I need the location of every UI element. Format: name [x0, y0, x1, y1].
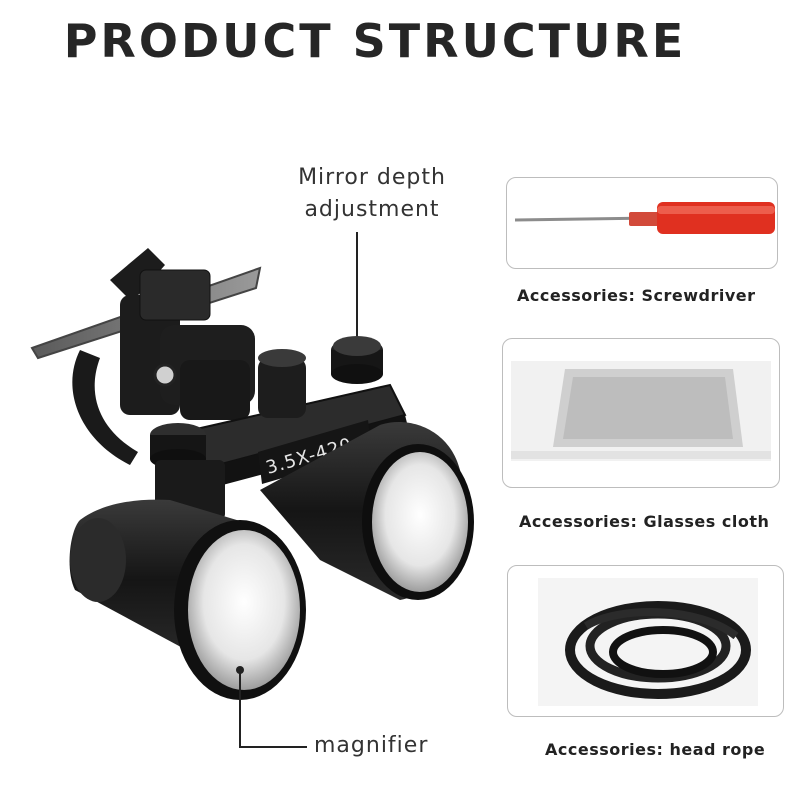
mirror-depth-callout: Mirror depth adjustment — [287, 162, 457, 226]
head-rope-icon — [538, 578, 758, 706]
loupe-product-image: 3.5X-420 — [30, 248, 474, 700]
glasses-cloth-caption: Accessories: Glasses cloth — [519, 512, 770, 531]
screwdriver-icon — [514, 202, 775, 234]
pivot-mount — [153, 325, 255, 420]
left-magnifier-barrel — [69, 499, 306, 700]
right-magnifier-barrel — [260, 422, 474, 600]
screwdriver-card — [506, 177, 778, 269]
mirror-depth-label-line1: Mirror depth — [298, 165, 446, 190]
page-title: PRODUCT STRUCTURE — [63, 14, 687, 68]
magnifier-leader-vertical — [239, 672, 241, 748]
head-rope-card — [507, 565, 784, 717]
mirror-depth-label-line2: adjustment — [304, 197, 440, 222]
head-rope-caption: Accessories: head rope — [545, 740, 766, 759]
magnifier-label: magnifier — [314, 733, 429, 758]
depth-adjust-knob-icon[interactable] — [331, 336, 383, 384]
glasses-cloth-card — [502, 338, 780, 488]
magnifier-leader-horizontal — [239, 746, 307, 748]
magnifier-point-icon — [236, 666, 244, 674]
glasses-cloth-icon — [511, 361, 771, 461]
focus-knob-icon[interactable] — [258, 349, 306, 418]
screwdriver-caption: Accessories: Screwdriver — [517, 286, 756, 305]
mirror-depth-leader-line — [356, 232, 358, 344]
